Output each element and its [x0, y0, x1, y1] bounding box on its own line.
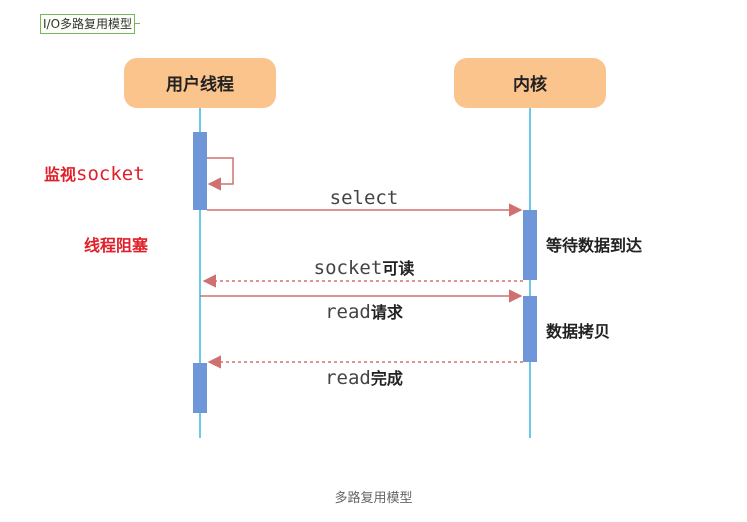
actor-kernel: 内核 — [454, 58, 606, 108]
monitor-socket-note: 监视socket — [44, 163, 145, 185]
self-call-arrow — [207, 157, 234, 191]
actor-user-thread-label: 用户线程 — [166, 74, 234, 95]
user-activation-select — [193, 132, 207, 210]
actor-kernel-label: 内核 — [513, 74, 547, 95]
user-activation-read-done — [193, 363, 207, 413]
kernel-activation-wait — [523, 210, 537, 280]
socket-readable-message-label: socket可读 — [314, 257, 415, 279]
read-request-message-label: read请求 — [325, 301, 404, 323]
kernel-activation-copy — [523, 296, 537, 362]
diagram-title-label: I/O多路复用模型 — [40, 14, 141, 34]
select-message-label: select — [330, 187, 399, 209]
figure-caption: 多路复用模型 — [334, 491, 413, 506]
read-done-message-label: read完成 — [325, 367, 403, 389]
wait-data-note: 等待数据到达 — [545, 236, 642, 255]
thread-blocked-note: 线程阻塞 — [84, 236, 149, 255]
copy-data-note: 数据拷贝 — [546, 322, 610, 341]
actor-user-thread: 用户线程 — [124, 58, 276, 108]
